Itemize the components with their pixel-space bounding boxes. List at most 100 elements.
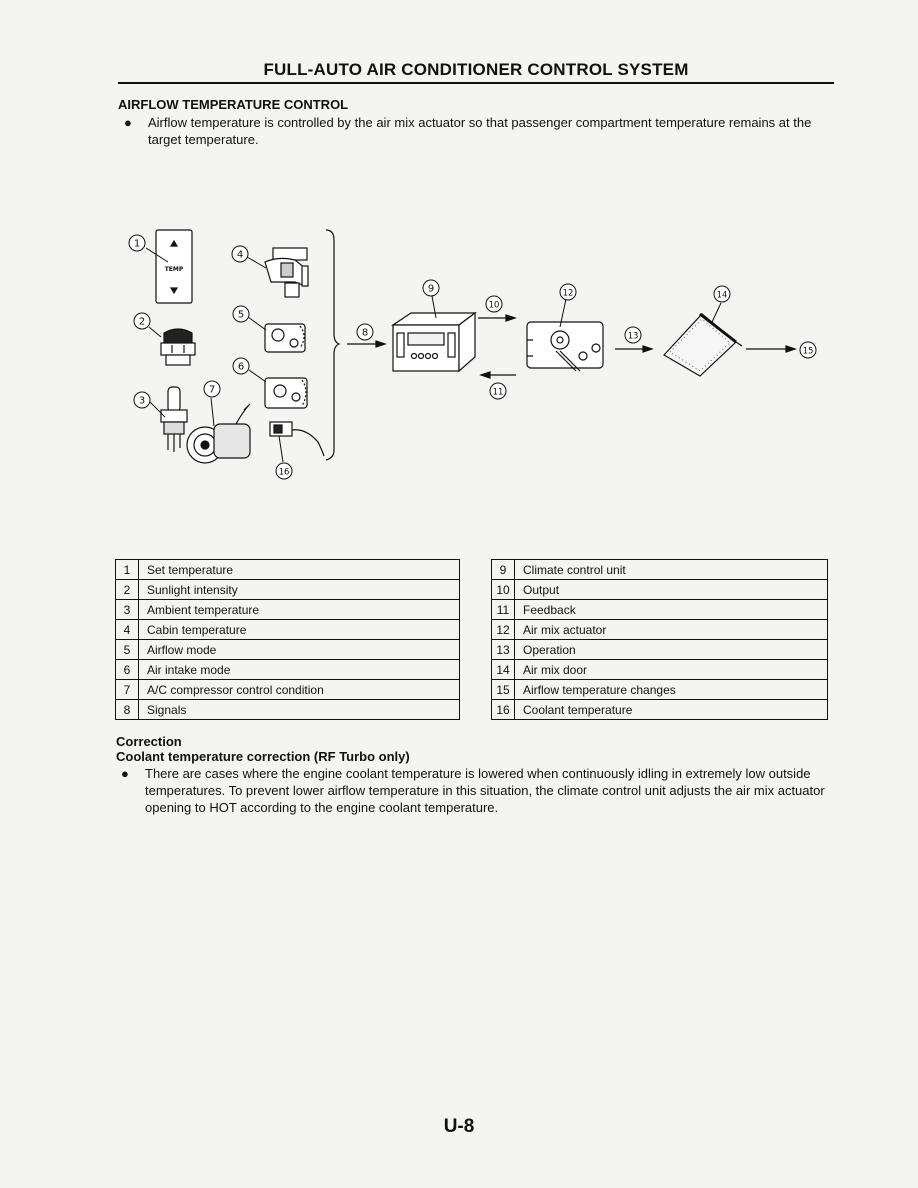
legend-label: Feedback	[514, 599, 828, 620]
callout-4: 4	[231, 245, 249, 263]
title-rule	[118, 82, 834, 84]
section-heading: AIRFLOW TEMPERATURE CONTROL	[118, 97, 349, 112]
legend-number: 10	[491, 579, 515, 600]
legend-label: Air intake mode	[138, 659, 460, 680]
air-mix-door	[663, 312, 743, 377]
legend-number: 2	[115, 579, 139, 600]
legend-label: Signals	[138, 699, 460, 720]
bullet-dot: ●	[121, 766, 129, 781]
cabin-temperature-sensor	[264, 247, 309, 298]
callout-14: 14	[713, 285, 731, 303]
legend-number: 6	[115, 659, 139, 680]
correction-heading: Correction	[116, 734, 182, 749]
callout-11: 11	[489, 382, 507, 400]
legend-label: Operation	[514, 639, 828, 660]
legend-number: 12	[491, 619, 515, 640]
legend-number: 11	[491, 599, 515, 620]
callout-2: 2	[133, 312, 151, 330]
correction-bullet: ● There are cases where the engine coola…	[121, 765, 833, 817]
bullet-text: There are cases where the engine coolant…	[145, 766, 825, 815]
legend-number: 8	[115, 699, 139, 720]
correction-subheading: Coolant temperature correction (RF Turbo…	[116, 749, 410, 764]
airflow-diagram: TEMP	[128, 229, 817, 480]
legend-label: Cabin temperature	[138, 619, 460, 640]
legend-label: Climate control unit	[514, 559, 828, 580]
svg-text:16: 16	[279, 468, 290, 478]
legend-label: Set temperature	[138, 559, 460, 580]
svg-text:8: 8	[362, 328, 368, 339]
callout-13: 13	[624, 326, 642, 344]
svg-text:9: 9	[428, 284, 434, 295]
legend-number: 3	[115, 599, 139, 620]
page-title: FULL-AUTO AIR CONDITIONER CONTROL SYSTEM	[263, 60, 689, 79]
callout-10: 10	[485, 295, 503, 313]
svg-text:10: 10	[489, 301, 500, 311]
callout-8: 8	[356, 323, 374, 341]
svg-text:13: 13	[628, 332, 639, 342]
legend-label: Airflow temperature changes	[514, 679, 828, 700]
coolant-temperature-sensor	[269, 421, 325, 457]
flow-arrows	[347, 314, 797, 379]
legend-label: Ambient temperature	[138, 599, 460, 620]
climate-control-unit	[391, 311, 477, 373]
legend-label: A/C compressor control condition	[138, 679, 460, 700]
air-mix-actuator	[526, 321, 604, 372]
callout-9: 9	[422, 279, 440, 297]
temp-label: TEMP	[165, 266, 184, 273]
svg-text:5: 5	[238, 310, 244, 321]
legend-label: Air mix actuator	[514, 619, 828, 640]
callout-16: 16	[275, 462, 293, 480]
svg-text:12: 12	[563, 289, 574, 299]
callout-leaders	[145, 247, 722, 463]
legend-number: 7	[115, 679, 139, 700]
legend-label: Output	[514, 579, 828, 600]
svg-text:1: 1	[134, 239, 140, 250]
sunlight-sensor	[160, 328, 196, 366]
temp-switch-panel: TEMP	[155, 229, 193, 304]
callout-15: 15	[799, 341, 817, 359]
svg-text:2: 2	[139, 317, 145, 328]
callout-5: 5	[232, 305, 250, 323]
legend-number: 9	[491, 559, 515, 580]
legend-label: Airflow mode	[138, 639, 460, 660]
sensor-group-brace	[325, 229, 341, 461]
svg-text:3: 3	[139, 396, 145, 407]
legend-label: Air mix door	[514, 659, 828, 680]
ac-compressor	[186, 403, 251, 464]
bullet-dot: ●	[124, 115, 132, 130]
svg-text:14: 14	[717, 291, 728, 301]
svg-text:11: 11	[493, 388, 504, 398]
svg-text:7: 7	[209, 385, 215, 396]
legend-number: 14	[491, 659, 515, 680]
callout-3: 3	[133, 391, 151, 409]
page-number: U-8	[443, 1116, 475, 1137]
callout-12: 12	[559, 283, 577, 301]
legend-number: 1	[115, 559, 139, 580]
callout-6: 6	[232, 357, 250, 375]
legend-label: Coolant temperature	[514, 699, 828, 720]
svg-text:4: 4	[237, 250, 243, 261]
legend-number: 16	[491, 699, 515, 720]
airflow-mode-actuator	[264, 323, 306, 353]
legend-number: 15	[491, 679, 515, 700]
bullet-paragraph: ● Airflow temperature is controlled by t…	[124, 114, 836, 148]
legend-number: 5	[115, 639, 139, 660]
bullet-text: Airflow temperature is controlled by the…	[148, 115, 812, 147]
